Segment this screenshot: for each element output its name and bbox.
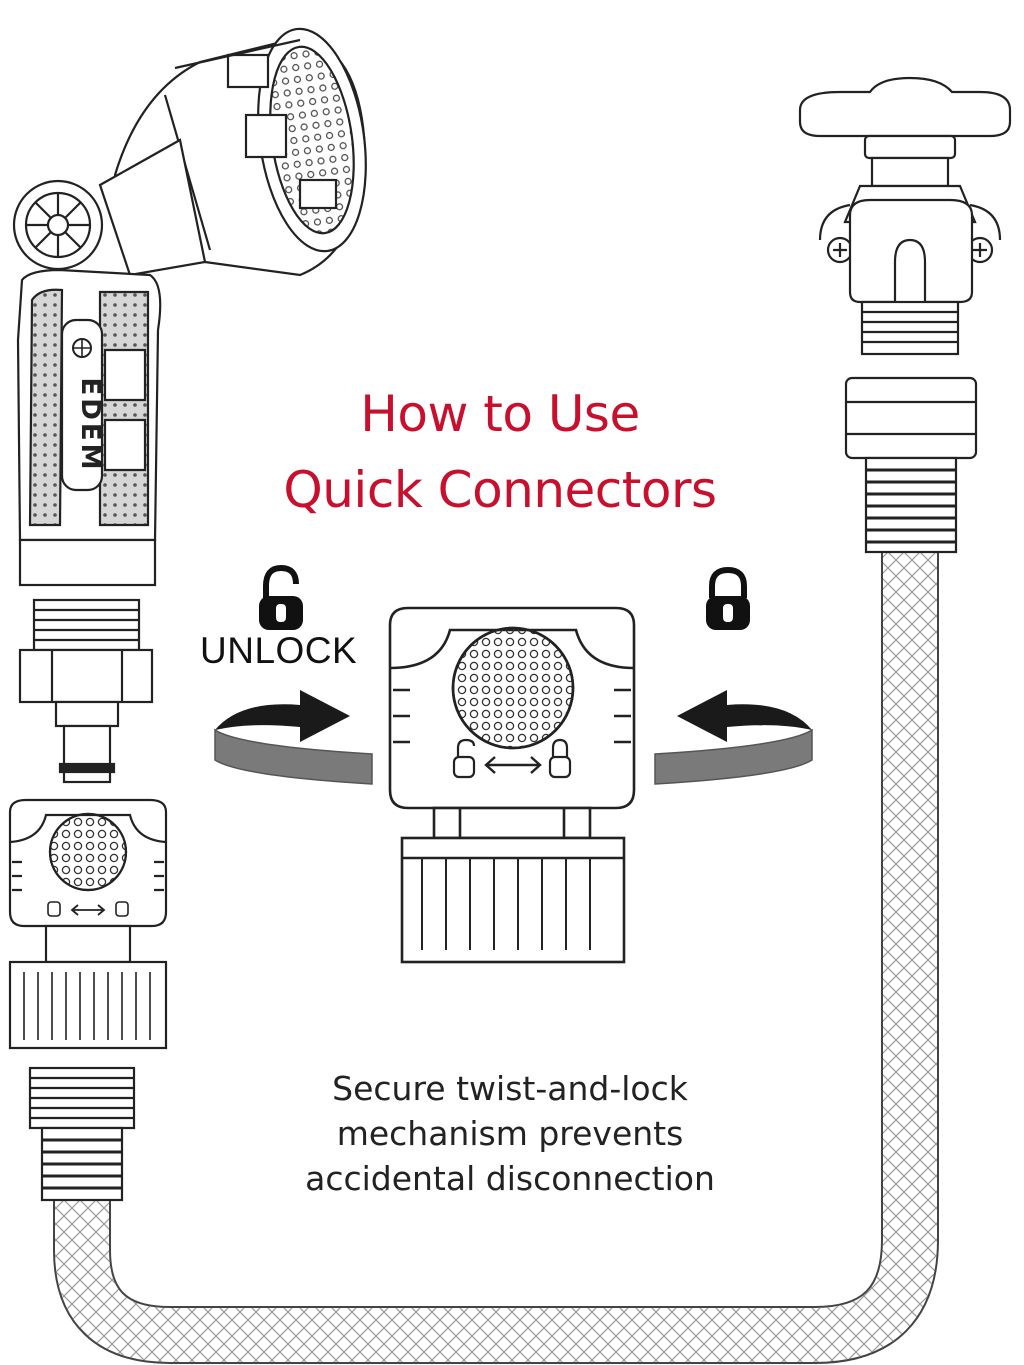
closed-padlock-icon — [706, 566, 750, 630]
male-quick-connector — [18, 598, 154, 784]
caption-line-3: accidental disconnection — [305, 1159, 715, 1198]
caption: Secure twist-and-lock mechanism prevents… — [270, 1066, 750, 1201]
garden-hose — [53, 550, 939, 1364]
spray-nozzle — [12, 27, 367, 587]
unlock-label: UNLOCK — [200, 630, 358, 671]
female-quick-connector-small — [8, 798, 168, 1050]
small-open-padlock-icon — [452, 738, 476, 779]
curved-arrow-left-icon — [654, 690, 813, 785]
caption-line-2: mechanism prevents — [336, 1114, 684, 1153]
curved-arrow-right-icon — [214, 690, 373, 785]
small-closed-padlock-icon — [548, 738, 572, 779]
title-line-2: Quick Connectors — [283, 461, 717, 519]
title-line-1: How to Use — [360, 385, 640, 443]
female-quick-connector-large — [388, 606, 636, 964]
double-arrow-icon — [484, 756, 542, 774]
edem-logo: EDEM — [72, 338, 105, 473]
hose-male-end — [28, 1066, 136, 1202]
open-padlock-icon — [259, 564, 303, 630]
outdoor-faucet — [798, 76, 1012, 554]
brand-logo-text: EDEM — [75, 378, 105, 473]
caption-line-1: Secure twist-and-lock — [332, 1069, 688, 1108]
